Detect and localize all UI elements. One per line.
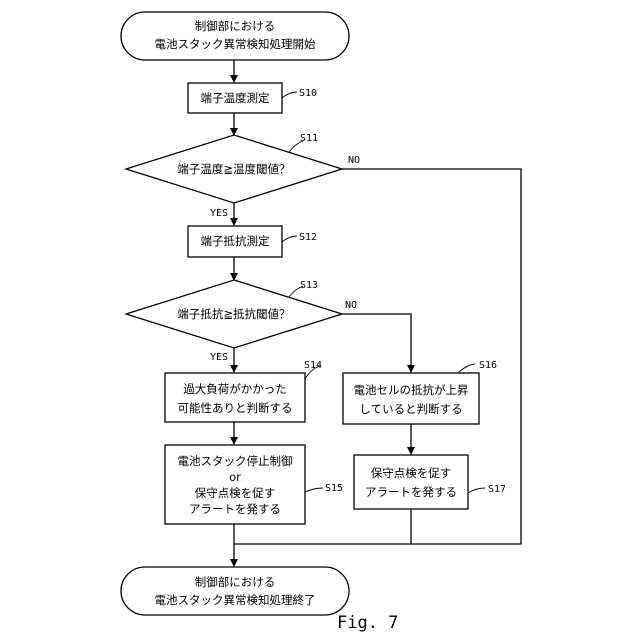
s11-step-label: S11 — [300, 133, 318, 144]
s12-text: 端子抵抗測定 — [201, 234, 270, 248]
s12-leader — [282, 236, 297, 242]
arrow-s13-no-to-s16 — [342, 314, 411, 372]
s15-step-label: S15 — [325, 483, 343, 494]
decision-s11: 端子温度≧温度閾値？ S11 NO YES — [126, 133, 360, 219]
s16-leader — [458, 364, 475, 373]
s10-leader — [282, 92, 297, 98]
s13-step-label: S13 — [300, 280, 318, 291]
s13-yes-label: YES — [210, 352, 228, 363]
process-s15: 電池スタック停止制御 or 保守点検を促す アラートを発する S15 — [165, 445, 343, 524]
process-s16: 電池セルの抵抗が上昇 していると判断する S16 — [343, 360, 497, 424]
s10-text: 端子温度測定 — [201, 91, 270, 105]
end-terminal: 制御部における 電池スタック異常検知処理終了 — [121, 567, 349, 615]
s11-text: 端子温度≧温度閾値？ — [177, 162, 290, 176]
s17-step-label: S17 — [488, 484, 506, 495]
s12-step-label: S12 — [299, 232, 317, 243]
s14-line-1: 過大負荷がかかった — [183, 382, 287, 396]
s16-line-1: 電池セルの抵抗が上昇 — [354, 383, 469, 397]
s16-line-2: していると判断する — [359, 402, 462, 416]
s10-step-label: S10 — [299, 88, 317, 99]
s11-no-label: NO — [348, 155, 360, 166]
s14-line-2: 可能性ありと判断する — [178, 401, 293, 415]
process-s10: 端子温度測定 S10 — [188, 83, 317, 113]
s17-line-1: 保守点検を促す — [371, 466, 452, 480]
s15-line-4: アラートを発する — [189, 502, 281, 516]
s13-no-label: NO — [345, 300, 357, 311]
s11-yes-label: YES — [210, 208, 228, 219]
start-line-2: 電池スタック異常検知処理開始 — [155, 37, 316, 51]
process-s17: 保守点検を促す アラートを発する S17 — [354, 455, 506, 509]
s15-line-2: or — [229, 470, 241, 484]
s15-line-1: 電池スタック停止制御 — [178, 454, 293, 468]
start-line-1: 制御部における — [195, 19, 276, 33]
process-s14: 過大負荷がかかった 可能性ありと判断する S14 — [165, 360, 322, 422]
process-s12: 端子抵抗測定 S12 — [188, 226, 317, 257]
figure-label: Fig. 7 — [337, 613, 398, 633]
s17-line-2: アラートを発する — [365, 485, 457, 499]
s15-line-3: 保守点検を促す — [195, 486, 276, 500]
s17-leader — [468, 488, 485, 493]
end-line-1: 制御部における — [195, 575, 276, 589]
start-terminal: 制御部における 電池スタック異常検知処理開始 — [121, 12, 349, 60]
s14-step-label: S14 — [304, 360, 322, 371]
s16-step-label: S16 — [479, 360, 497, 371]
decision-s13: 端子抵抗≧抵抗閾値？ S13 NO YES — [126, 280, 357, 363]
end-line-2: 電池スタック異常検知処理終了 — [155, 593, 316, 607]
s13-text: 端子抵抗≧抵抗閾値？ — [177, 307, 290, 321]
s15-leader — [305, 488, 323, 492]
